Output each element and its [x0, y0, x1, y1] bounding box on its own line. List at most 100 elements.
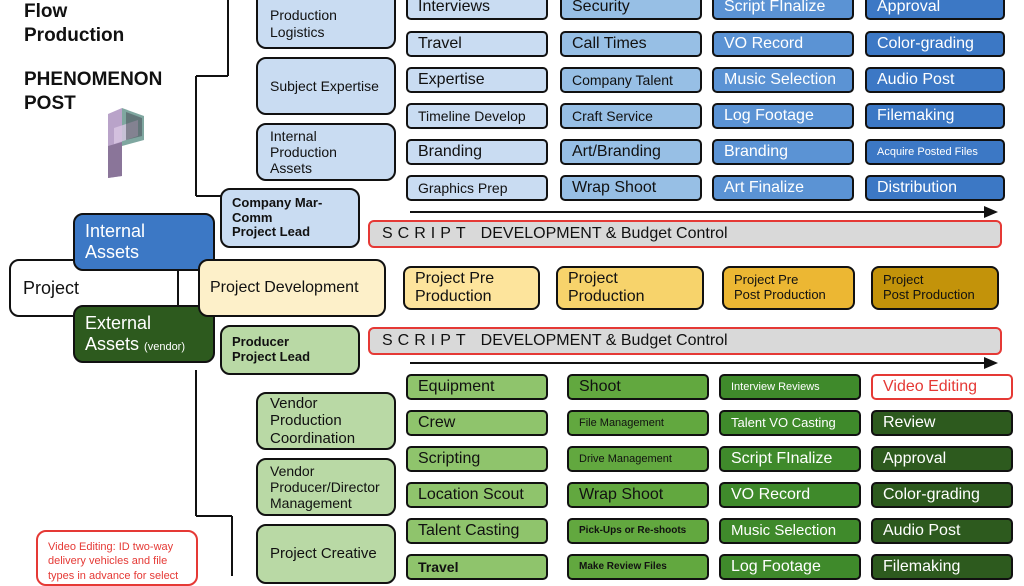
- task-label: Make Review Files: [579, 561, 667, 573]
- category-label: Vendor Producer/Director Management: [270, 462, 380, 512]
- task-label: Audio Post: [877, 70, 955, 88]
- task-filemaking-external: Filemaking: [871, 554, 1013, 580]
- bar-label: DEVELOPMENT & Budget Control: [480, 332, 728, 349]
- category-label: Production Logistics: [270, 7, 337, 40]
- task-label: Filemaking: [877, 106, 955, 124]
- task-label: Distribution: [877, 178, 958, 196]
- task-branding: Branding: [406, 139, 548, 165]
- task-label: Company Talent: [572, 71, 673, 88]
- task-label: Script FInalize: [724, 0, 826, 15]
- task-filemaking: Filemaking: [865, 103, 1005, 129]
- task-label: Filemaking: [883, 557, 961, 575]
- task-label: Interview Reviews: [731, 380, 820, 393]
- task-talent-casting: Talent Casting: [406, 518, 548, 544]
- company-lead-label: Company Mar- Comm Project Lead: [232, 194, 323, 240]
- task-label: Acquire Posted Files: [877, 145, 978, 158]
- task-label: Travel: [418, 558, 459, 575]
- task-label: Video Editing: [883, 377, 977, 395]
- company-name-line: POST: [24, 92, 76, 114]
- task-label: Equipment: [418, 377, 495, 395]
- internal-assets-node: Internal Assets: [73, 213, 215, 271]
- task-label: Wrap Shoot: [579, 485, 664, 503]
- task-label: Review: [883, 413, 936, 431]
- task-acquire-posted-files: Acquire Posted Files: [865, 139, 1005, 165]
- task-label: Branding: [724, 142, 789, 160]
- task-music-selection-external: Music Selection: [719, 518, 861, 544]
- task-interviews: Interviews: [406, 0, 548, 20]
- task-talent-vo-casting: Talent VO Casting: [719, 410, 861, 436]
- task-company-talent: Company Talent: [560, 67, 702, 93]
- task-travel-external: Travel: [406, 554, 548, 580]
- task-timeline-develop: Timeline Develop: [406, 103, 548, 129]
- project-label: Project: [23, 277, 80, 298]
- task-call-times: Call Times: [560, 31, 702, 57]
- task-label: Travel: [418, 34, 462, 52]
- task-script-finalize: Script FInalize: [712, 0, 854, 20]
- task-label: Location Scout: [418, 485, 524, 503]
- task-label: Timeline Develop: [418, 107, 526, 124]
- task-video-editing: Video Editing: [871, 374, 1013, 400]
- task-color-grading-external: Color-grading: [871, 482, 1013, 508]
- script-development-bar-external: SCRIPT DEVELOPMENT & Budget Control: [368, 327, 1002, 355]
- task-label: Talent Casting: [418, 521, 520, 539]
- phase-pre-production: Project Pre Production: [403, 266, 540, 310]
- project-development-label: Project Development: [210, 278, 359, 296]
- company-name-line: PHENOMENON: [24, 69, 163, 90]
- category-vendor-producer-director-management: Vendor Producer/Director Management: [256, 458, 396, 516]
- task-review: Review: [871, 410, 1013, 436]
- task-equipment: Equipment: [406, 374, 548, 400]
- task-label: Log Footage: [724, 106, 814, 124]
- task-label: VO Record: [724, 34, 804, 52]
- project-development-node: Project Development: [198, 259, 386, 317]
- bar-spaced-label: SCRIPT: [382, 332, 471, 349]
- bar-spaced-label: SCRIPT: [382, 225, 471, 242]
- arrow-head-icon: [984, 206, 998, 218]
- category-label: Internal Production Assets: [270, 127, 337, 177]
- task-scripting: Scripting: [406, 446, 548, 472]
- task-label: Branding: [418, 142, 483, 160]
- task-interview-reviews: Interview Reviews: [719, 374, 861, 400]
- arrow-head-icon: [984, 357, 998, 369]
- task-vo-record: VO Record: [712, 31, 854, 57]
- internal-assets-label: Internal Assets: [85, 221, 146, 262]
- title-line: Flow: [24, 1, 68, 22]
- task-vo-record-external: VO Record: [719, 482, 861, 508]
- task-script-finalize-external: Script FInalize: [719, 446, 861, 472]
- external-assets-node: External Assets (vendor): [73, 305, 215, 363]
- bar-label: DEVELOPMENT & Budget Control: [480, 225, 728, 242]
- title-line: Production: [24, 24, 125, 46]
- phase-label: Project Pre Post Production: [734, 272, 826, 302]
- task-label: Interviews: [418, 0, 491, 15]
- task-art-branding: Art/Branding: [560, 139, 702, 165]
- task-label: Shoot: [579, 377, 621, 395]
- task-wrap-shoot-external: Wrap Shoot: [567, 482, 709, 508]
- category-production-logistics: Production Logistics: [256, 0, 396, 49]
- task-approval: Approval: [865, 0, 1005, 20]
- task-craft-service: Craft Service: [560, 103, 702, 129]
- script-development-bar-internal: SCRIPT DEVELOPMENT & Budget Control: [368, 220, 1002, 248]
- phase-production: Project Production: [556, 266, 704, 310]
- category-label: Project Creative: [270, 545, 377, 563]
- task-pick-ups-re-shoots: Pick-Ups or Re-shoots: [567, 518, 709, 544]
- task-color-grading: Color-grading: [865, 31, 1005, 57]
- task-shoot: Shoot: [567, 374, 709, 400]
- task-label: Art/Branding: [572, 142, 661, 160]
- phenomenon-post-logo: [108, 108, 144, 178]
- task-label: Craft Service: [572, 107, 653, 124]
- task-label: Art Finalize: [724, 178, 805, 196]
- phase-label: Project Pre Production: [415, 269, 495, 305]
- task-label: Crew: [418, 413, 456, 431]
- producer-lead-node: Producer Project Lead: [220, 325, 360, 375]
- task-art-finalize: Art Finalize: [712, 175, 854, 201]
- task-label: Approval: [883, 449, 947, 467]
- task-wrap-shoot: Wrap Shoot: [560, 175, 702, 201]
- category-subject-expertise: Subject Expertise: [256, 57, 396, 115]
- task-distribution: Distribution: [865, 175, 1005, 201]
- company-name: PHENOMENON POST: [24, 68, 162, 116]
- category-internal-production-assets: Internal Production Assets: [256, 123, 396, 181]
- task-log-footage-external: Log Footage: [719, 554, 861, 580]
- phase-post-production: Project Post Production: [871, 266, 999, 310]
- task-crew: Crew: [406, 410, 548, 436]
- video-editing-note: Video Editing: ID two-way delivery vehic…: [36, 530, 198, 586]
- task-label: Music Selection: [724, 70, 837, 88]
